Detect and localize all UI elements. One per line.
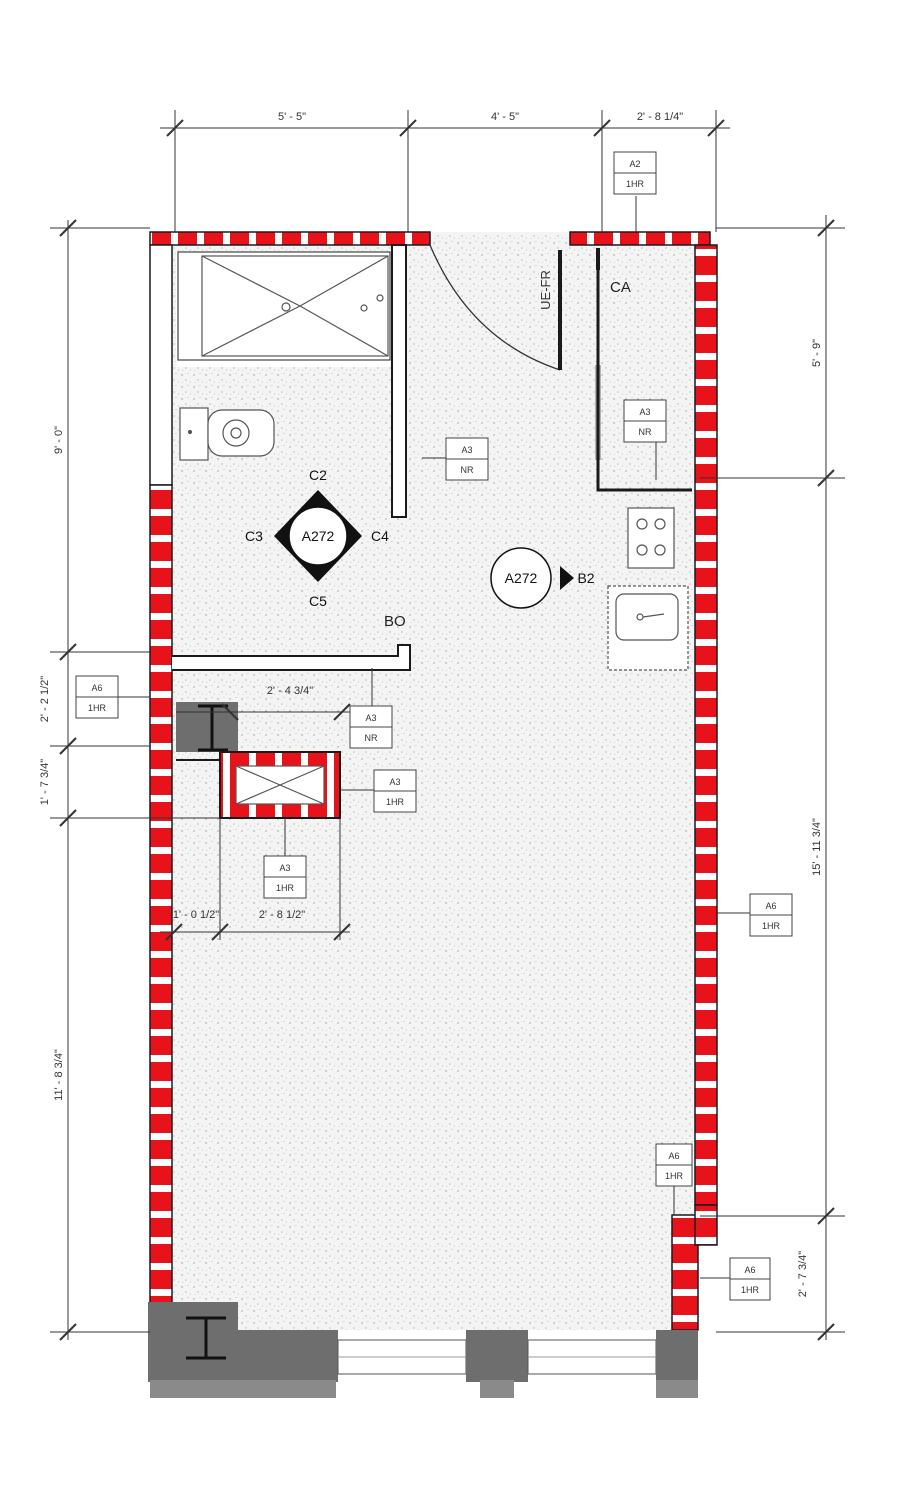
shower [177, 251, 391, 361]
dim-right-1: 5' - 9" [811, 339, 823, 367]
svg-text:1HR: 1HR [741, 1285, 760, 1295]
svg-text:A3: A3 [639, 407, 650, 417]
elev-main-sheet: A272 [505, 570, 538, 586]
svg-text:A3: A3 [461, 445, 472, 455]
dim-top-3: 2' - 8 1/4" [637, 111, 683, 123]
wall-tag: A6 1HR [75, 675, 119, 719]
wall-tag: A6 1HR [655, 1143, 693, 1187]
wall-right-upper [694, 244, 718, 1206]
dim-left-4: 11' - 8 3/4" [53, 1049, 65, 1101]
dimension-text: 5' - 5" 4' - 5" 2' - 8 1/4" 9' - 0" 2' -… [39, 111, 823, 1297]
elev-bath-north: C2 [309, 467, 327, 483]
elev-bath-sheet: A272 [302, 528, 335, 544]
wall-tag: A3 NR [623, 399, 667, 443]
dim-shaft-left: 1' - 0 1/2" [173, 909, 219, 921]
label-ca: CA [610, 279, 631, 296]
wall-tag: A6 1HR [729, 1257, 771, 1301]
svg-text:A3: A3 [279, 863, 290, 873]
wall-top-right [569, 231, 711, 246]
wall-top-left [149, 231, 431, 246]
facade-pier [466, 1330, 528, 1382]
elev-main-ref: B2 [577, 570, 594, 586]
dim-left-1: 9' - 0" [53, 426, 65, 454]
wall-bath-east [391, 244, 407, 518]
wall-tag: A6 1HR [749, 893, 793, 937]
dim-left-3: 1' - 7 3/4" [39, 759, 51, 805]
dim-shaft-width: 2' - 4 3/4" [267, 685, 313, 697]
dim-shaft-right: 2' - 8 1/2" [259, 909, 305, 921]
wall-tag: A3 NR [349, 705, 393, 749]
svg-text:NR: NR [461, 465, 474, 475]
toilet-icon [179, 407, 275, 461]
cooktop-icon [627, 507, 675, 569]
dim-top-2: 4' - 5" [491, 111, 519, 123]
svg-text:A6: A6 [765, 901, 776, 911]
svg-text:A6: A6 [91, 683, 102, 693]
svg-text:A3: A3 [365, 713, 376, 723]
dim-right-2: 15' - 11 3/4" [811, 818, 823, 876]
svg-text:1HR: 1HR [665, 1171, 684, 1181]
wall-closet [596, 248, 692, 492]
sink-icon [607, 585, 689, 671]
wall-left-upper [149, 244, 173, 486]
label-bo: BO [384, 613, 406, 630]
wall-left-lower [149, 484, 173, 1331]
svg-text:NR: NR [365, 733, 378, 743]
svg-text:1HR: 1HR [88, 703, 107, 713]
elev-bath-west: C3 [245, 528, 263, 544]
facade-column-right [656, 1330, 698, 1382]
steel-column-icon [186, 1316, 226, 1360]
wall-tag: A3 NR [445, 437, 489, 481]
elevation-marker-bath: A272 C2 C3 C4 C5 [245, 467, 389, 609]
dim-left-2: 2' - 2 1/2" [39, 676, 51, 722]
dim-top-1: 5' - 5" [278, 111, 306, 123]
svg-text:A6: A6 [744, 1265, 755, 1275]
dimension-lines [50, 110, 845, 1341]
svg-text:1HR: 1HR [276, 883, 295, 893]
svg-text:A6: A6 [668, 1151, 679, 1161]
svg-text:A2: A2 [629, 159, 640, 169]
wall-type-tags [118, 196, 750, 1279]
facade [148, 1302, 698, 1398]
dim-right-3: 2' - 7 3/4" [797, 1251, 809, 1297]
elev-bath-east: C4 [371, 528, 389, 544]
wall-right-jog [671, 1214, 699, 1331]
door-swing [429, 244, 561, 371]
svg-text:A3: A3 [389, 777, 400, 787]
svg-text:NR: NR [639, 427, 652, 437]
wall-tag: A3 1HR [373, 769, 417, 813]
label-door: UE-FR [538, 270, 553, 310]
svg-text:1HR: 1HR [386, 797, 405, 807]
elevation-marker-main: A272 B2 [490, 547, 595, 609]
elev-bath-south: C5 [309, 593, 327, 609]
svg-text:1HR: 1HR [626, 179, 645, 189]
svg-text:1HR: 1HR [762, 921, 781, 931]
wall-tag: A2 1HR [613, 151, 657, 195]
exterior-walls [149, 231, 718, 1331]
wall-tag: A3 1HR [263, 855, 307, 899]
partitions [172, 244, 692, 671]
shaft [176, 702, 341, 819]
